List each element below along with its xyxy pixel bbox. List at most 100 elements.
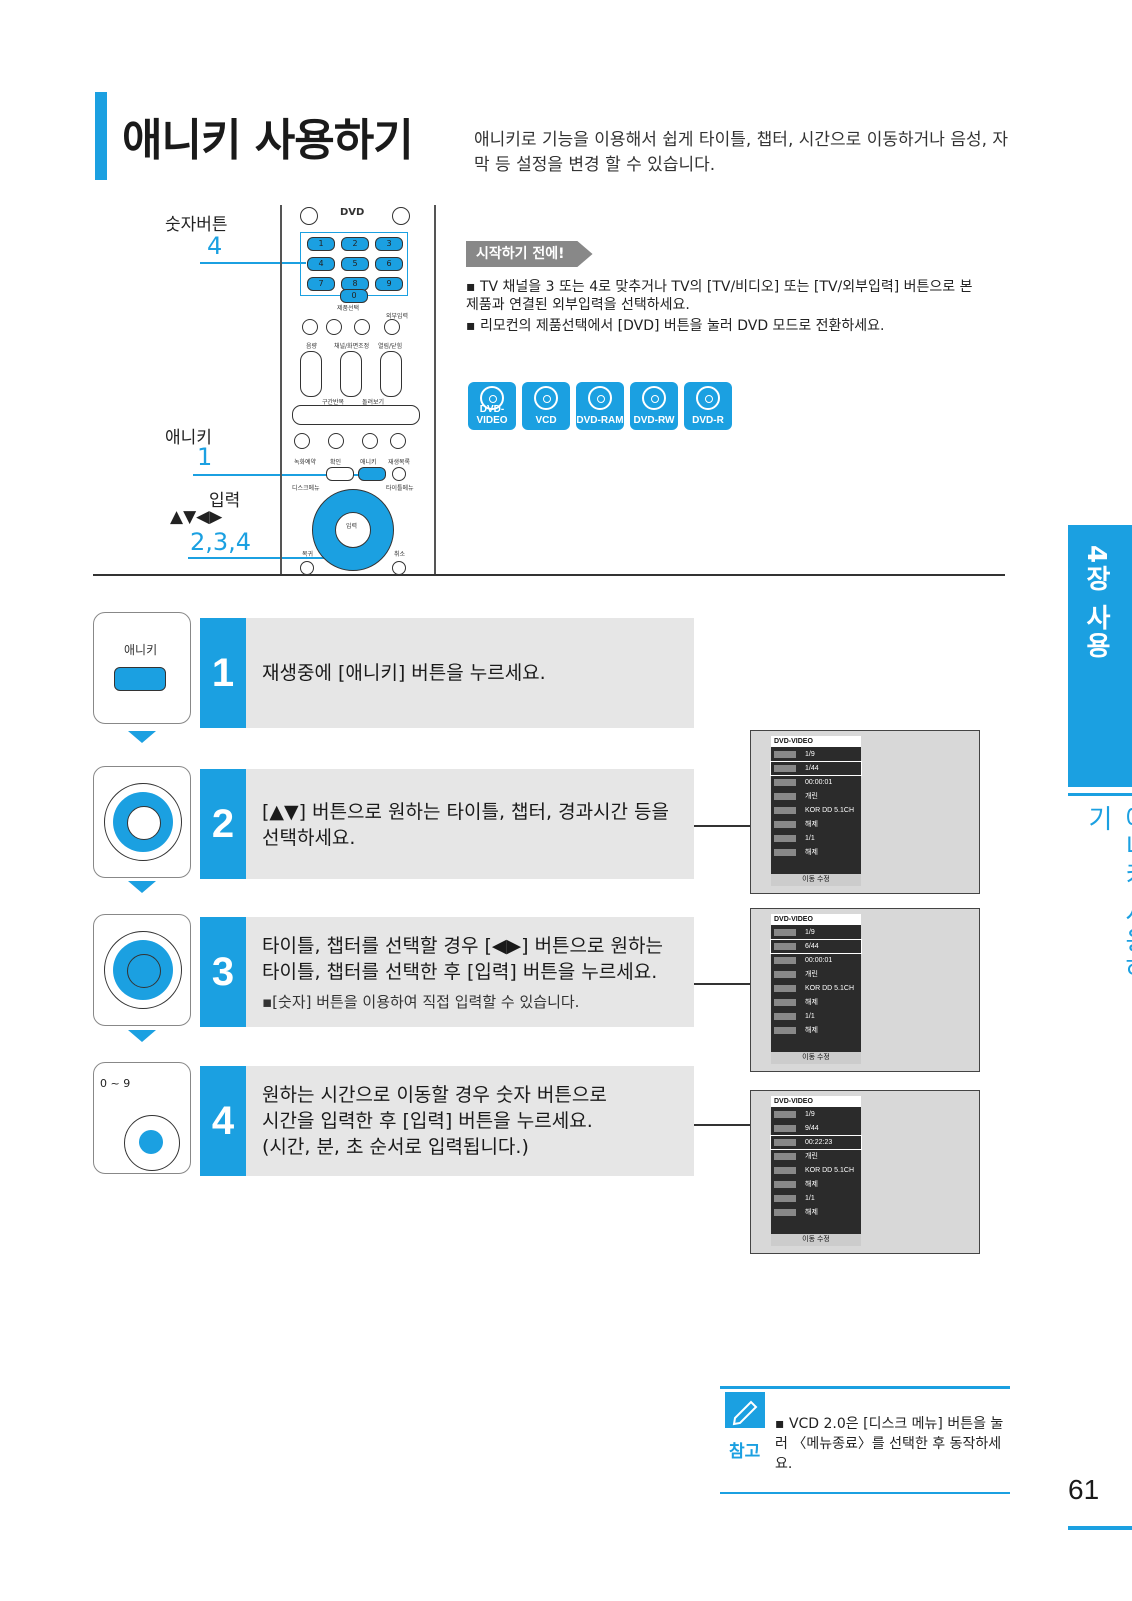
disc-icon-dvd-rw: DVD-RW <box>630 382 678 430</box>
digit-7-button[interactable]: 7 <box>307 277 335 291</box>
osd-row-time: 00:00:01 <box>771 954 861 967</box>
step-text: 원하는 시간으로 이동할 경우 숫자 버튼으로 시간을 입력한 후 [입력] 버… <box>262 1084 607 1158</box>
disc-icon-dvd-r: DVD-R <box>684 382 732 430</box>
osd-row-audio: KOR DD 5.1CH <box>771 1164 861 1177</box>
cancel-label: 취소 <box>394 551 406 558</box>
input-label: 입력 <box>209 491 241 511</box>
title-menu-label: 타이틀메뉴 <box>386 485 414 492</box>
osd-footer: 이동 수정 <box>771 1052 861 1064</box>
stop-button[interactable] <box>328 433 344 449</box>
step-text: 타이틀, 챕터를 선택할 경우 [◀▶] 버튼으로 원하는 타이틀, 챕터를 선… <box>262 935 663 983</box>
leader-line <box>188 557 348 559</box>
chapter-label: 4장 사용 <box>1081 545 1111 661</box>
input-arrows: ▲▼◀▶ <box>170 507 223 527</box>
cancel-button[interactable] <box>392 561 406 575</box>
note-text: ▪ VCD 2.0은 [디스크 메뉴] 버튼을 눌러 〈메뉴종료〉를 선택한 후… <box>775 1416 1004 1472</box>
play-button[interactable] <box>362 433 378 449</box>
page-intro: 애니키로 기능을 이용해서 쉽게 타이틀, 챕터, 시간으로 이동하거나 음성,… <box>474 130 1009 175</box>
section-label: 애니키 사용하기 <box>1083 805 1132 983</box>
note-label: 참고 <box>729 1442 761 1462</box>
playlist-button[interactable] <box>392 467 406 481</box>
osd-header: DVD-VIDEO <box>771 1096 861 1107</box>
section-divider <box>93 574 1005 576</box>
rewind-button[interactable] <box>294 433 310 449</box>
step-3-icon <box>93 914 191 1026</box>
step-1: 1 재생중에 [애니키] 버튼을 누르세요. <box>200 618 694 728</box>
navigation-pad[interactable]: 입력 <box>312 489 394 571</box>
playlist-label: 재생목록 <box>388 459 411 466</box>
enter-icon <box>139 1130 163 1154</box>
power-button[interactable] <box>300 207 318 225</box>
step-2-icon <box>93 766 191 878</box>
step-4-icon: 0 ~ 9 <box>93 1062 191 1174</box>
step-number: 4 <box>200 1066 246 1176</box>
mode-button[interactable] <box>384 319 400 335</box>
osd-row-chapter: 6/44 <box>770 939 862 954</box>
mode-button[interactable] <box>302 319 318 335</box>
page-title: 애니키 사용하기 <box>122 115 414 166</box>
volume-rocker[interactable] <box>300 351 322 397</box>
osd-header: DVD-VIDEO <box>771 914 861 925</box>
return-button[interactable] <box>300 561 314 575</box>
step-1-icon: 애니키 <box>93 612 191 724</box>
connector-line <box>694 983 750 985</box>
disc-icon-dvd-ram: DVD-RAM <box>576 382 624 430</box>
before-start-list: ▪ TV 채널을 3 또는 4로 맞추거나 TV의 [TV/비디오] 또는 [T… <box>466 278 986 338</box>
digit-5-button[interactable]: 5 <box>341 257 369 271</box>
anykey-small-label: 애니키 <box>360 459 377 466</box>
digit-6-button[interactable]: 6 <box>375 257 403 271</box>
confirm-label: 확인 <box>330 459 342 466</box>
osd-row-subtitle: 개린 <box>771 1150 861 1163</box>
enter-button[interactable]: 입력 <box>335 512 371 548</box>
open-close-label: 열림/닫힘 <box>378 343 403 350</box>
step-2: 2 [▲▼] 버튼으로 원하는 타이틀, 챕터, 경과시간 등을 선택하세요. <box>200 769 694 879</box>
record-reserve-label: 녹화예약 <box>294 459 317 466</box>
osd-row-time: 00:22:23 <box>770 1135 862 1150</box>
open-close-rocker[interactable] <box>380 351 402 397</box>
down-arrow-icon <box>128 731 156 743</box>
osd-footer: 이동 수정 <box>771 874 861 886</box>
navigation-pad-icon <box>104 783 182 861</box>
osd-row-zoom: 해제 <box>771 1206 861 1219</box>
input-steps: 2,3,4 <box>190 528 252 556</box>
note-top-rule <box>720 1386 1010 1389</box>
transport-row <box>292 405 420 425</box>
dvd-logo: DVD <box>340 207 365 218</box>
digit-pad: 1 2 3 4 5 6 7 8 9 <box>300 232 408 296</box>
mode-button[interactable] <box>326 319 342 335</box>
volume-label: 음량 <box>306 343 318 350</box>
osd-row-angle: 1/1 <box>771 1010 861 1023</box>
digit-9-button[interactable]: 9 <box>375 277 403 291</box>
osd-row-angle: 1/1 <box>771 1192 861 1205</box>
digit-3-button[interactable]: 3 <box>375 237 403 251</box>
connector-line <box>694 1124 750 1126</box>
rewind-label: 돌려보기 <box>362 399 385 406</box>
forward-button[interactable] <box>390 433 406 449</box>
mode-button[interactable] <box>354 319 370 335</box>
digit-4-button[interactable]: 4 <box>307 257 335 271</box>
chapter-side-tab[interactable]: 4장 사용 <box>1068 525 1132 787</box>
channel-rocker[interactable] <box>340 351 362 397</box>
osd-row-repeat: 해제 <box>771 818 861 831</box>
osd-screen-3: DVD-VIDEO 1/9 9/44 00:22:23 개린 KOR DD 5.… <box>750 1090 980 1254</box>
pencil-icon <box>725 1392 765 1428</box>
step-text: [▲▼] 버튼으로 원하는 타이틀, 챕터, 경과시간 등을 선택하세요. <box>262 801 670 849</box>
osd-row-title: 1/9 <box>771 1108 861 1121</box>
eject-button[interactable] <box>392 207 410 225</box>
osd-screen-1: DVD-VIDEO 1/9 1/44 00:00:01 개린 KOR DD 5.… <box>750 730 980 894</box>
confirm-button[interactable] <box>326 467 354 481</box>
osd-menu: DVD-VIDEO 1/9 9/44 00:22:23 개린 KOR DD 5.… <box>770 1096 862 1246</box>
side-divider <box>1068 793 1132 796</box>
down-arrow-icon <box>128 1030 156 1042</box>
step-number: 3 <box>200 917 246 1027</box>
title-accent-bar <box>95 92 107 180</box>
number-buttons-label: 숫자버튼 <box>165 215 228 235</box>
digit-1-button[interactable]: 1 <box>307 237 335 251</box>
digit-0-button[interactable]: 0 <box>340 289 368 303</box>
osd-row-zoom: 해제 <box>771 1024 861 1037</box>
anykey-button[interactable] <box>358 467 386 481</box>
number-buttons-step: 4 <box>207 232 223 260</box>
digit-2-button[interactable]: 2 <box>341 237 369 251</box>
section-side-tab[interactable]: 애니키 사용하기 <box>1068 805 1132 1005</box>
page-number: 61 <box>1068 1474 1100 1505</box>
